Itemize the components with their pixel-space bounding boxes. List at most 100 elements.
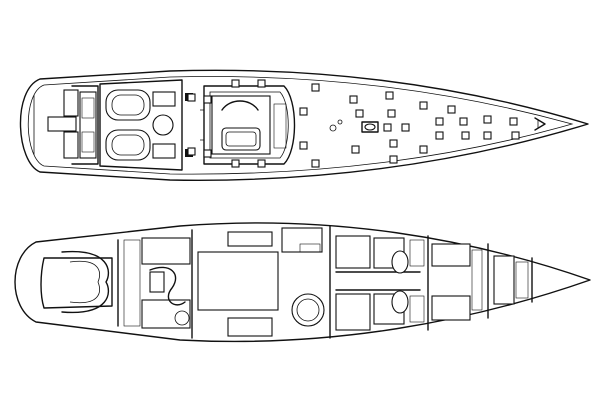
binnacle-port [152,91,176,107]
accommodation-plan-view [14,222,591,343]
saloon-sideboard-stbd [227,317,273,337]
deck-hatch-7 [311,83,320,92]
guest-cabins [335,235,533,331]
deck-hatch-28 [355,109,364,118]
aft-garage [40,239,119,327]
engine-room-grid [123,239,141,327]
tender-shape [61,250,110,314]
locker-stbd [409,295,425,323]
cockpit-seat-stbd-cushion [111,134,145,156]
aft-cockpit [47,85,99,165]
cockpit-well [99,79,183,171]
deck-hatch-8 [311,159,320,168]
saloon-table-large [197,251,279,311]
deck-hatch-24 [509,117,518,126]
forward-locker [471,249,483,311]
deck-hatch-32 [299,141,308,150]
deck-hatch-22 [483,115,492,124]
helm-station [47,116,77,132]
deck-hatch-1 [187,93,196,102]
crew-cabin-1 [141,237,191,265]
garage-outline [40,257,113,309]
deck-hatch-29 [383,123,392,132]
deck-hatch-15 [419,101,428,110]
locker-port [409,239,425,267]
saloon-table-top [225,131,257,147]
accommodation-hull-outline [14,222,591,343]
deck-hatch-17 [435,117,444,126]
cockpit-seat-stbd [105,129,151,161]
chain-locker [515,261,529,299]
guest-cabin-stbd-1 [335,293,371,331]
cockpit-seat-port-cushion [111,94,145,116]
foredeck [329,117,546,133]
forward-cabin-stbd [431,295,471,321]
deck-hatch-23 [483,131,492,140]
lower-saloon [191,225,331,339]
deck-hatch-20 [459,117,468,126]
deck-hatch-11 [385,91,394,100]
saloon-sofa-curve-1 [221,100,259,111]
deck-hatch-31 [299,107,308,116]
spiral-stair [149,266,186,306]
saloon-sofa-port [281,227,323,253]
deck-hatch-26 [203,95,212,104]
aft-console-grille-2 [81,131,95,153]
bath-stbd [391,290,409,314]
deck-hatch-5 [257,79,266,88]
saloon-sideboard-port [227,231,273,247]
deck-hatch-4 [231,159,240,168]
dining-table-top [296,298,320,322]
forward-cabin-port [431,243,471,267]
deck-hatch-25 [511,131,520,140]
galley-unit [149,271,165,293]
guest-cabin-port-1 [335,235,371,269]
deck-hatch-19 [447,105,456,114]
mast [364,123,376,131]
deck-hatch-12 [387,109,396,118]
aft-console [79,91,97,159]
deckhouse-doors [200,109,204,141]
deck-hatch-6 [257,159,266,168]
saloon-table [221,127,261,151]
deck-hatch-18 [435,131,444,140]
cockpit-coaming-aft [71,85,99,165]
stair-landing [174,310,190,326]
aft-console-grille-1 [81,97,95,119]
deck-fitting-round-1 [329,124,337,132]
cockpit-table [152,114,174,136]
aft-bench-stbd [63,131,79,159]
corridor [335,271,421,291]
deck-plan-view [19,69,589,181]
tender-inner [69,260,100,304]
cockpit-seat-port [105,89,151,121]
deck-hatch-3 [231,79,240,88]
saloon-sofa-port-detail [299,243,321,253]
main-cockpit [99,79,193,171]
deck-hatch-14 [389,155,398,164]
forepeak-store [493,255,515,305]
deck-hatch-30 [401,123,410,132]
deck-hatch-16 [419,145,428,154]
deckhouse [200,85,296,165]
deck-hatch-21 [461,131,470,140]
bow-fitting [534,117,546,131]
deck-hatch-10 [351,145,360,154]
binnacle-stbd [152,143,176,159]
deck-hatch-27 [203,149,212,158]
aft-bench-port [63,89,79,117]
deckhouse-window [273,103,287,149]
deck-hatch-9 [349,95,358,104]
deck-inner-sheer-line [27,76,574,175]
crew-cabin-2 [141,299,191,329]
deck-hull-outline [19,69,589,181]
mast-step [361,121,379,133]
deckhouse-outline [203,85,296,165]
deck-fittings [187,79,520,168]
deck-hatch-13 [389,139,398,148]
deck-hatch-2 [187,147,196,156]
crew-area [123,237,191,329]
deckhouse-inner [209,91,289,159]
